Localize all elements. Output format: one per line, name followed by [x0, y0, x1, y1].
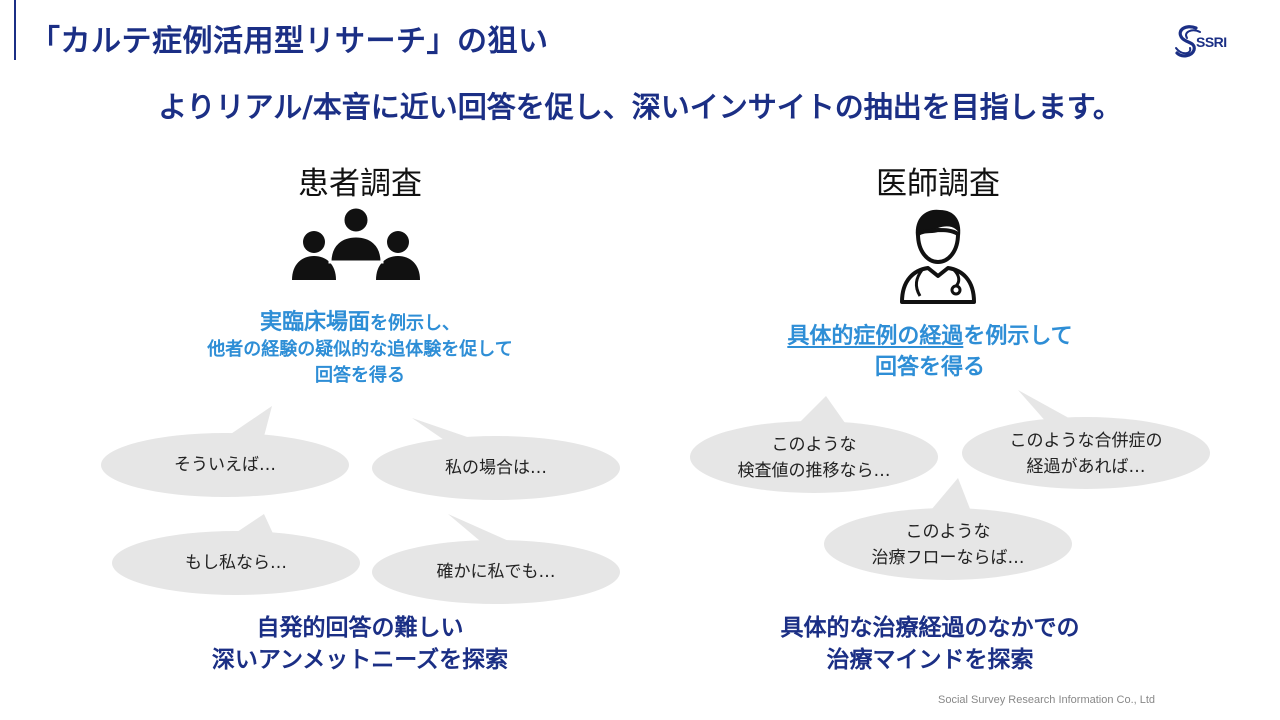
- patient-desc-line1: を例示し、: [370, 313, 460, 334]
- speech-bubble-5: [690, 396, 938, 493]
- patient-desc-highlight: 実臨床場面: [259, 310, 370, 335]
- company-logo: SSRI: [1174, 22, 1250, 62]
- patient-conclusion-line2: 深いアンメットニーズを探索: [211, 647, 509, 673]
- logo-text: SSRI: [1196, 34, 1227, 50]
- bubble-text-4: 確かに私でも…: [436, 562, 556, 582]
- doctor-conclusion-line1: 具体的な治療経過のなかでの: [780, 615, 1080, 641]
- bubble-text-2: 私の場合は…: [445, 458, 547, 478]
- bubble-text-7: このような 治療フローならば…: [828, 519, 1068, 571]
- group-of-people-icon: [292, 206, 420, 280]
- subtitle: よりリアル/本音に近い回答を促し、深いインサイトの抽出を目指します。: [158, 90, 1122, 124]
- bubble-text-5-line1: このような: [771, 435, 857, 455]
- speech-bubble-6: [962, 390, 1210, 489]
- speech-bubble-1: [101, 406, 349, 497]
- title-accent-bar: [14, 0, 16, 60]
- bubble-text-6-line2: 経過があれば…: [1026, 457, 1146, 477]
- page-title: 「カルテ症例活用型リサーチ」の狙い: [30, 24, 549, 59]
- doctor-conclusion: 具体的な治療経過のなかでの 治療マインドを探索: [730, 612, 1130, 676]
- bubble-text-3: もし私なら…: [185, 553, 287, 573]
- doctor-description: 具体的症例の経過を例示して 回答を得る: [730, 322, 1130, 383]
- bubble-text-5-line2: 検査値の推移なら…: [737, 461, 891, 481]
- bubble-text-7-line2: 治療フローならば…: [871, 548, 1025, 568]
- patient-conclusion: 自発的回答の難しい 深いアンメットニーズを探索: [160, 612, 560, 676]
- bubble-text-7-line1: このような: [905, 522, 991, 542]
- patient-desc-line2: 他者の経験の疑似的な追体験を促して: [207, 339, 513, 360]
- ssri-logo-icon: [1175, 25, 1201, 58]
- bubble-text-1: そういえば…: [174, 455, 276, 475]
- doctor-with-stethoscope-icon: [900, 209, 976, 304]
- speech-bubble-7: [824, 478, 1072, 580]
- speech-bubble-3: [112, 514, 360, 595]
- doctor-desc-line2: 回答を得る: [874, 355, 985, 380]
- patient-description: 実臨床場面を例示し、 他者の経験の疑似的な追体験を促して 回答を得る: [160, 310, 560, 389]
- patient-survey-heading: 患者調査: [298, 166, 422, 202]
- bubble-text-5: このような 検査値の推移なら…: [694, 432, 934, 484]
- bubble-text-6: このような合併症の 経過があれば…: [966, 428, 1206, 480]
- doctor-desc-line1: を例示して: [963, 324, 1073, 349]
- speech-bubble-4: [372, 514, 620, 604]
- footer-copyright: Social Survey Research Information Co., …: [938, 694, 1156, 706]
- patient-desc-line3: 回答を得る: [315, 365, 405, 386]
- patient-conclusion-line1: 自発的回答の難しい: [256, 615, 464, 641]
- doctor-conclusion-line2: 治療マインドを探索: [826, 647, 1034, 673]
- speech-bubble-2: [372, 418, 620, 500]
- doctor-survey-heading: 医師調査: [876, 166, 1000, 202]
- doctor-desc-highlight: 具体的症例の経過: [787, 324, 964, 349]
- bubble-text-6-line1: このような合併症の: [1009, 431, 1163, 451]
